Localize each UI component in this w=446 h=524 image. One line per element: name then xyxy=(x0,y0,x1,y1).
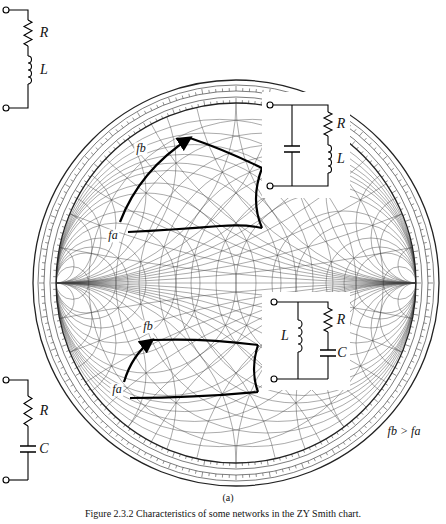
wire xyxy=(273,173,328,186)
wire xyxy=(277,378,328,379)
frequency-label: fa xyxy=(110,383,123,396)
terminal xyxy=(267,183,273,189)
component-label: R xyxy=(336,312,347,327)
component-label: R xyxy=(39,403,50,418)
wire xyxy=(291,105,292,146)
terminal xyxy=(267,102,273,108)
wire xyxy=(27,46,28,56)
terminal xyxy=(3,477,9,483)
wire xyxy=(9,10,28,20)
wire xyxy=(9,84,28,108)
wire xyxy=(327,356,328,379)
wire xyxy=(277,302,328,308)
wire xyxy=(27,452,28,480)
inductor-symbol xyxy=(28,56,32,84)
component-label: C xyxy=(38,441,49,456)
scale-rings xyxy=(33,80,439,486)
resistor-symbol xyxy=(24,20,32,46)
component-label: C xyxy=(336,345,347,360)
frequency-note: fb > fa xyxy=(386,425,423,438)
capacitor-symbol xyxy=(284,146,300,152)
frequency-label: fa xyxy=(106,229,119,242)
figure-caption: Figure 2.3.2 Characteristics of some net… xyxy=(85,508,361,519)
subfigure-label: (a) xyxy=(222,492,233,503)
wire xyxy=(327,332,328,350)
component-label: L xyxy=(336,151,346,166)
resistor-symbol xyxy=(324,308,332,332)
frequency-label: fb xyxy=(141,320,154,333)
inset-panel xyxy=(262,92,350,198)
wire xyxy=(297,302,298,320)
component-label: L xyxy=(39,62,49,77)
wire xyxy=(9,380,28,396)
wire xyxy=(327,136,328,145)
terminal xyxy=(3,7,9,13)
component-label: R xyxy=(39,25,50,40)
frequency-label: fb xyxy=(134,142,147,155)
frequency-locus xyxy=(120,138,262,398)
component-label: R xyxy=(336,116,347,131)
wire xyxy=(297,352,298,379)
wire xyxy=(291,152,292,186)
terminal xyxy=(271,376,277,382)
resistor-symbol xyxy=(324,112,332,136)
inductor-symbol xyxy=(298,320,302,352)
wire xyxy=(9,479,28,480)
terminal xyxy=(3,105,9,111)
inset-panel xyxy=(262,292,350,390)
resistor-symbol xyxy=(24,396,32,426)
terminal xyxy=(3,377,9,383)
capacitor-symbol xyxy=(320,350,336,356)
capacitor-symbol xyxy=(20,446,36,452)
terminal xyxy=(271,299,277,305)
wire xyxy=(273,105,328,112)
inductor-symbol xyxy=(328,145,332,173)
wire xyxy=(27,426,28,446)
component-label: L xyxy=(280,328,290,343)
